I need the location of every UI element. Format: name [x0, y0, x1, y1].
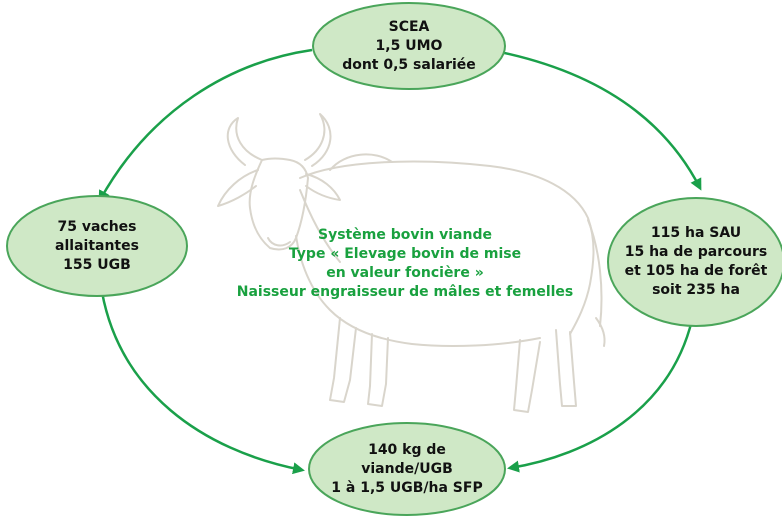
node-bottom: 140 kg de viande/UGB 1 à 1,5 UGB/ha SFP [309, 424, 505, 514]
center-description: Système bovin viande Type « Elevage bovi… [200, 226, 610, 302]
node-left: 75 vaches allaitantes 155 UGB [7, 198, 187, 294]
node-shapes [6, 2, 782, 516]
node-top-line-3: dont 0,5 salariée [342, 56, 476, 73]
node-bottom-line-3: 1 à 1,5 UGB/ha SFP [331, 479, 483, 496]
node-top: SCEA 1,5 UMO dont 0,5 salariée [313, 4, 505, 88]
node-top-shape [312, 2, 506, 90]
arrow-left-to-bottom [100, 291, 305, 475]
node-left-line-3: 155 UGB [63, 256, 131, 273]
node-left-line-1: 75 vaches [57, 218, 137, 235]
center-line-3: en valeur foncière » [326, 265, 484, 281]
arrow-top-to-right [499, 50, 702, 191]
node-right-line-2: 15 ha de parcours [624, 244, 768, 260]
center-line-4: Naisseur engraisseur de mâles et femelle… [236, 284, 574, 300]
cycle-arrows [98, 48, 702, 475]
node-bottom-line-1: 140 kg de [368, 441, 446, 458]
node-right: 115 ha SAU 15 ha de parcours et 105 ha d… [608, 200, 782, 324]
node-left-line-2: allaitantes [55, 237, 139, 254]
node-right-line-4: soit 235 ha [652, 282, 740, 298]
node-right-line-3: et 105 ha de forêt [624, 263, 768, 279]
node-left-shape [6, 195, 188, 297]
node-right-line-1: 115 ha SAU [650, 225, 742, 241]
node-bottom-shape [308, 422, 506, 516]
arrow-top-to-left [98, 48, 313, 203]
node-top-line-1: SCEA [388, 18, 430, 35]
arrow-right-to-bottom [507, 319, 694, 473]
cow-illustration-icon [217, 113, 606, 413]
center-line-1: Système bovin viande [318, 227, 492, 243]
node-top-line-2: 1,5 UMO [375, 37, 443, 54]
center-line-2: Type « Elevage bovin de mise [288, 246, 522, 262]
node-right-shape [607, 197, 782, 327]
node-bottom-line-2: viande/UGB [361, 460, 453, 477]
